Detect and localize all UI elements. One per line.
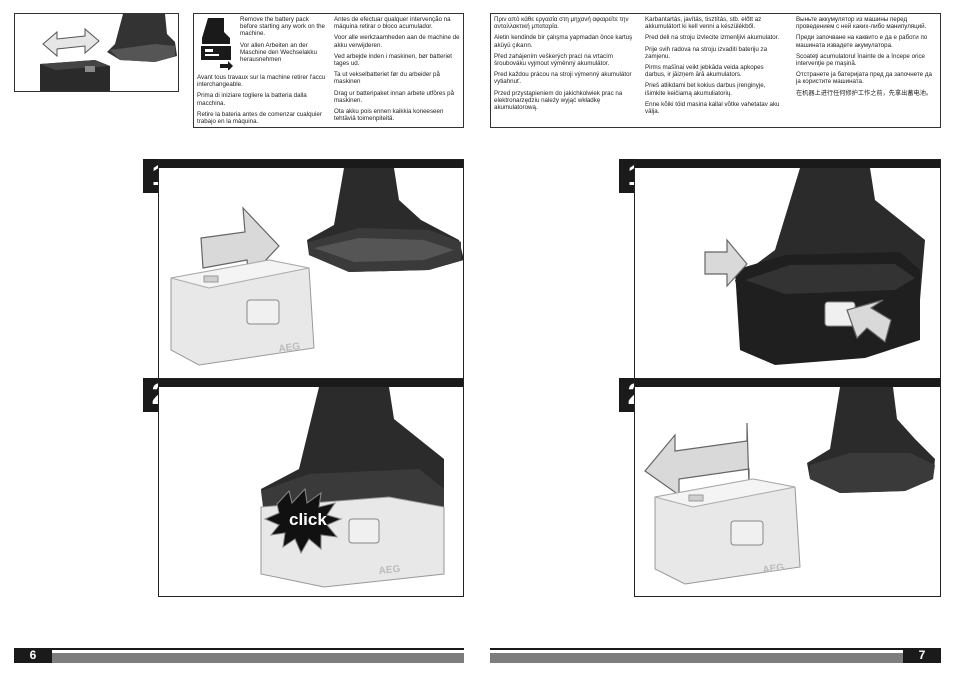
warning-text-el: Πριν από κάθε εργασία στη μηχανή αφαιρεί… bbox=[494, 16, 629, 31]
battery-release-button bbox=[246, 299, 280, 325]
footer-line bbox=[490, 648, 941, 650]
warning-text-es: Retire la bateria antes de comenzar cual… bbox=[197, 110, 322, 126]
warning-text-en: Remove the battery pack before starting … bbox=[240, 16, 325, 38]
panel-right-1-release bbox=[634, 159, 941, 379]
panel-bar bbox=[159, 379, 463, 387]
warning-text-sk: Pred každou prácou na stroji výmenný aku… bbox=[494, 71, 632, 86]
footer-left: 6 bbox=[14, 648, 464, 663]
insert-battery-illustration: AEG bbox=[170, 168, 463, 366]
warning-text-lv: Pirms mašīnai veikt jebkāda veida apkope… bbox=[645, 64, 764, 79]
warning-text-ro: Scoateţi acumulatorul înainte de a încep… bbox=[796, 52, 925, 68]
click-burst-icon bbox=[263, 487, 343, 555]
footer-bar bbox=[490, 653, 903, 663]
battery-removal-thumbnail bbox=[40, 14, 177, 91]
battery-removal-icon bbox=[201, 18, 233, 70]
warning-box-right: Πριν από κάθε εργασία στη μηχανή αφαιρεί… bbox=[490, 13, 941, 128]
warning-text-bg: Преди започване на каквито е да е работи… bbox=[796, 34, 928, 49]
warning-text-ru: Выньте аккумулятор из машины перед прове… bbox=[796, 16, 927, 31]
warning-text-tr: Aletin kendinde bir çalışma yapmadan önc… bbox=[494, 34, 633, 49]
warning-text-zh: 在机器上进行任何修护工作之前，先拿出蓄电池。 bbox=[796, 89, 933, 97]
page-number-left: 6 bbox=[14, 648, 52, 663]
press-release-illustration bbox=[704, 168, 925, 365]
warning-text-hr: Prije svih radova na stroju izvaditi bat… bbox=[645, 45, 768, 60]
warning-text-mk: Отстранете ја батеријата пред да започне… bbox=[796, 71, 932, 86]
battery-brand-text-2: AEG bbox=[378, 564, 401, 577]
warning-text-no: Ta ut vekselbatteriet før du arbeider på… bbox=[334, 71, 440, 86]
warning-text-hu: Karbantartás, javítás, tisztítás, stb. e… bbox=[645, 16, 762, 31]
battery-brand-text: AEG bbox=[278, 341, 301, 355]
warning-text-fr: Avant tous travaux sur la machine retire… bbox=[197, 74, 326, 89]
press-arrow-right-icon bbox=[846, 299, 892, 344]
warning-text-sv: Drag ur batteripaket innan arbete utföre… bbox=[334, 89, 455, 104]
warning-text-de: Vor allen Arbeiten an der Maschine den W… bbox=[240, 41, 317, 64]
warning-box-left: Remove the battery pack before starting … bbox=[193, 13, 464, 128]
warning-text-it: Prima di iniziare togliere la batteria d… bbox=[197, 92, 307, 107]
footer-line bbox=[14, 648, 464, 650]
battery-click-illustration: AEG click bbox=[260, 387, 445, 588]
footer-right: 7 bbox=[490, 648, 941, 663]
panel-bar bbox=[635, 379, 940, 387]
warning-text-sl: Pred deli na stroju izvlecite izmenljivi… bbox=[645, 34, 780, 42]
panel-bar bbox=[635, 160, 940, 168]
warning-text-et: Enne kõiki töid masina kallal võtke vahe… bbox=[645, 100, 780, 116]
warning-text-pl: Przed przystąpieniem do jakichkolwiek pr… bbox=[494, 89, 623, 112]
warning-text-cs: Před zahájením veškerých prací na vrtací… bbox=[494, 52, 613, 68]
intro-illustration bbox=[14, 13, 179, 92]
press-arrow-left-icon bbox=[704, 238, 748, 288]
battery-brand-text-3: AEG bbox=[762, 562, 785, 576]
panel-left-2-click: AEG click bbox=[158, 378, 464, 597]
page-number-right: 7 bbox=[903, 648, 941, 663]
warning-text-pt: Antes de efectuar qualquer intervenção n… bbox=[334, 16, 451, 31]
panel-left-1-insert: AEG bbox=[158, 159, 464, 379]
warning-text-da: Ved arbejde inden i maskinen, bør batter… bbox=[334, 52, 452, 68]
footer-bar bbox=[52, 653, 464, 663]
warning-text-lt: Prieš atlikdami bet kokius darbus įrengi… bbox=[645, 82, 766, 97]
remove-arrow-icon bbox=[644, 422, 750, 497]
panel-bar bbox=[159, 160, 463, 168]
warning-text-fi: Ota akku pois ennen kaikkia koneeseen te… bbox=[334, 108, 444, 123]
warning-text-nl: Voor alle werkzaamheden aan de machine d… bbox=[334, 34, 460, 49]
remove-battery-illustration: AEG bbox=[644, 387, 935, 585]
panel-right-2-remove: AEG bbox=[634, 378, 941, 597]
click-label: click bbox=[289, 510, 327, 529]
